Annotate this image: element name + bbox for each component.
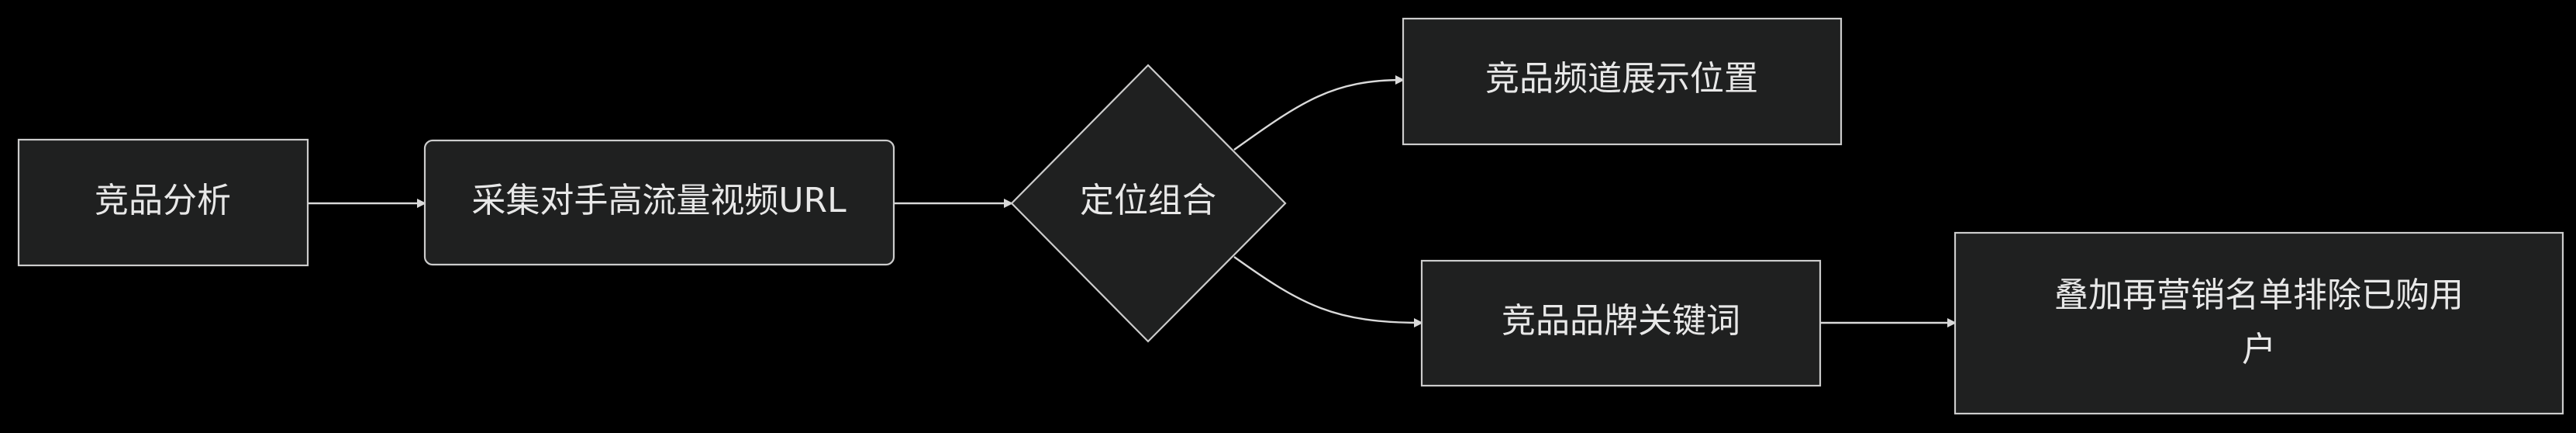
node-remarketing-exclusion-label-line-2: 户 bbox=[2242, 330, 2276, 369]
edge-targeting-combo-to-channel-placement bbox=[1233, 75, 1405, 151]
node-competitor-analysis[interactable]: 竞品分析 bbox=[17, 138, 309, 267]
node-remarketing-exclusion[interactable]: 叠加再营销名单排除已购用 户 bbox=[1954, 231, 2564, 415]
node-targeting-combo-label: 定位组合 bbox=[1080, 181, 1216, 220]
node-targeting-combo[interactable]: 定位组合 bbox=[1010, 64, 1287, 343]
node-competitor-analysis-label: 竞品分析 bbox=[95, 181, 231, 220]
node-remarketing-exclusion-label-line-1: 叠加再营销名单排除已购用 bbox=[2054, 275, 2464, 315]
node-brand-keywords[interactable]: 竞品品牌关键词 bbox=[1420, 259, 1822, 387]
node-collect-urls-label: 采集对手高流量视频URL bbox=[471, 181, 847, 220]
node-brand-keywords-label: 竞品品牌关键词 bbox=[1502, 301, 1740, 341]
node-channel-placement[interactable]: 竞品频道展示位置 bbox=[1402, 17, 1843, 146]
edge-targeting-combo-to-brand-keywords bbox=[1233, 256, 1423, 327]
node-channel-placement-label: 竞品频道展示位置 bbox=[1485, 59, 1758, 99]
edges bbox=[308, 75, 1957, 327]
node-collect-urls[interactable]: 采集对手高流量视频URL bbox=[423, 139, 895, 266]
